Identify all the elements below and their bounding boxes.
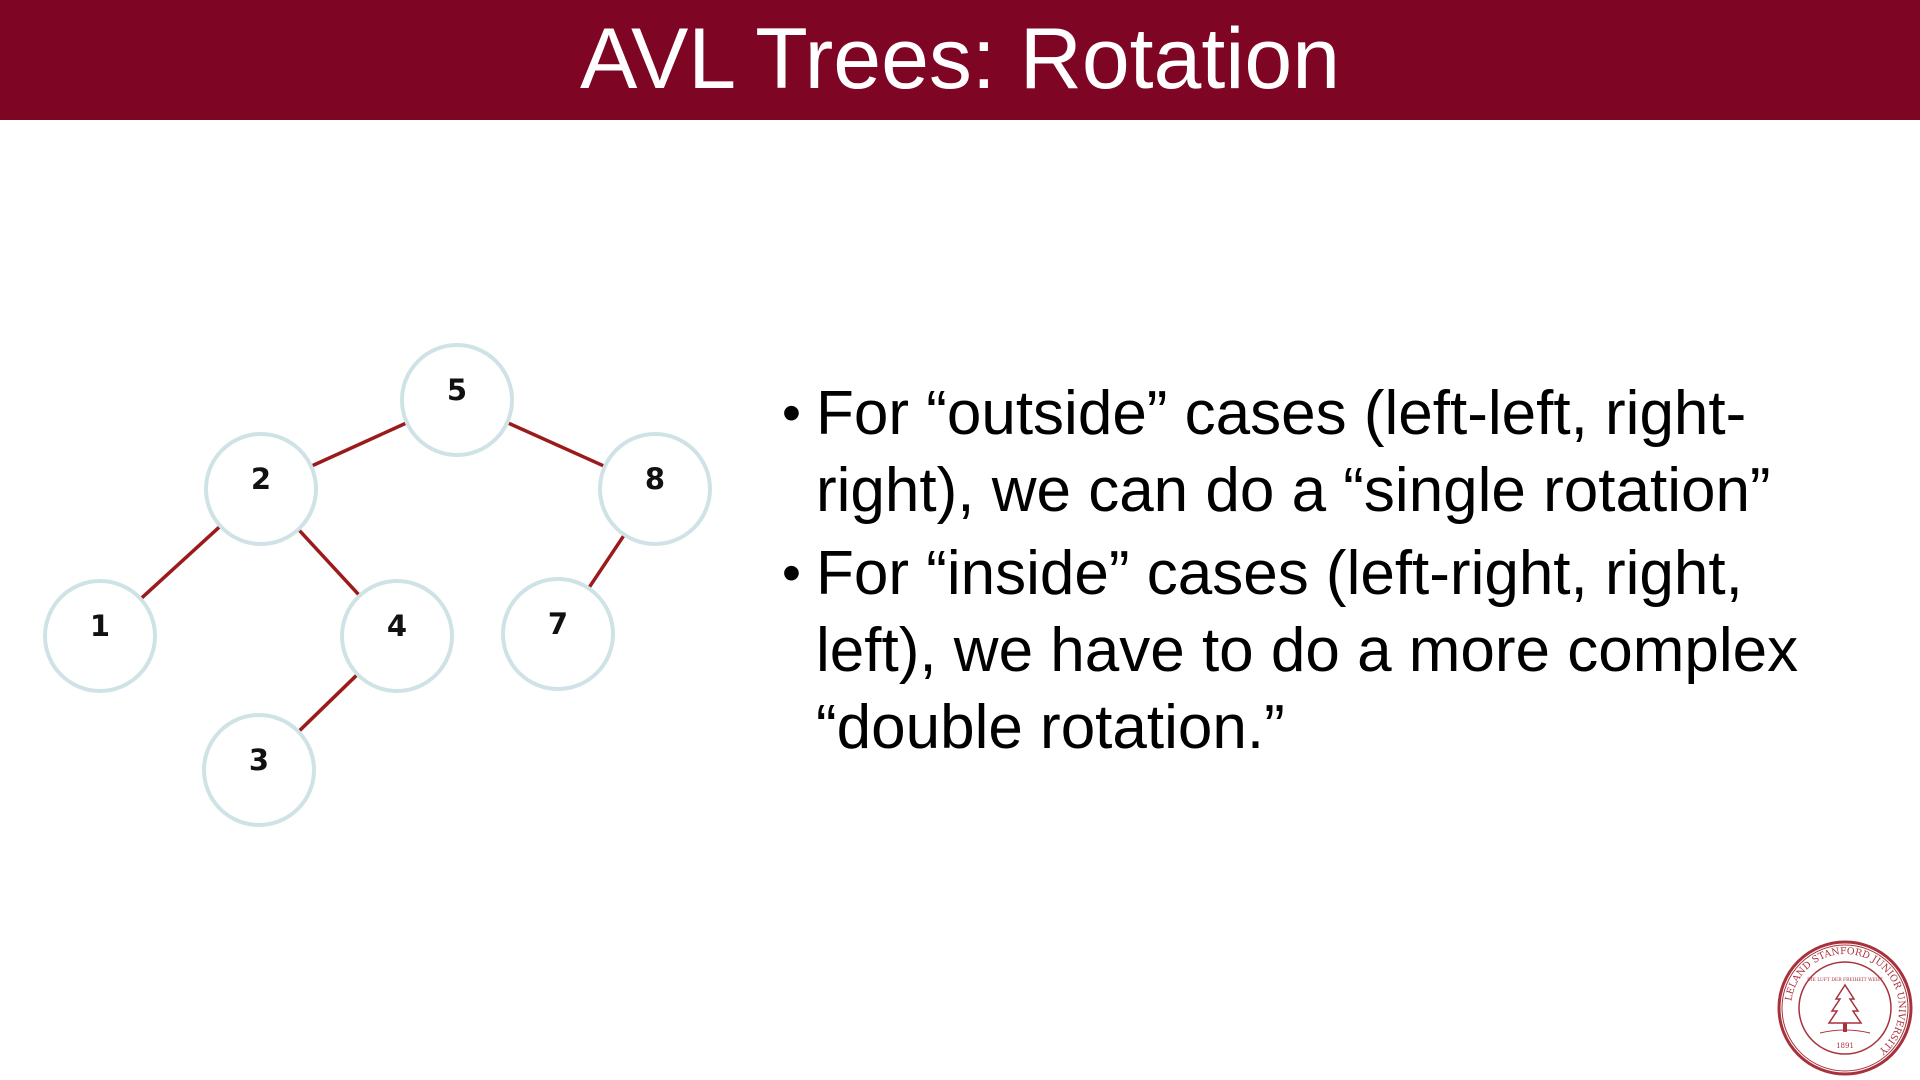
tree-edge-2-4 xyxy=(297,528,361,597)
tree-node-label: 4 xyxy=(387,609,407,643)
tree-edges xyxy=(139,420,626,733)
tree-edge-4-3 xyxy=(297,673,359,733)
bullet-text: For “outside” cases (left-left, right-ri… xyxy=(816,379,1771,525)
slide-title: AVL Trees: Rotation xyxy=(579,10,1341,107)
tree-node-circle xyxy=(400,343,514,457)
tree-node-label: 1 xyxy=(90,609,110,643)
svg-text:1891: 1891 xyxy=(1836,1042,1854,1050)
tree-node-8: 8 xyxy=(598,432,712,546)
tree-edge-5-8 xyxy=(506,420,606,469)
tree-node-circle xyxy=(340,579,454,693)
bullet-marker: • xyxy=(782,543,801,603)
tree-node-circle xyxy=(501,577,615,691)
university-seal-logo: LELAND STANFORD JUNIOR UNIVERSITY DIE LU… xyxy=(1777,940,1913,1076)
tree-node-circle xyxy=(202,713,316,827)
tree-node-circle xyxy=(204,432,318,546)
bullet-item: • For “inside” cases (left-right, right,… xyxy=(778,535,1838,766)
tree-edge-5-2 xyxy=(310,421,408,468)
bullet-text: For “inside” cases (left-right, right, l… xyxy=(816,539,1799,762)
bullet-list: • For “outside” cases (left-left, right-… xyxy=(778,375,1838,772)
tree-node-label: 3 xyxy=(249,743,269,777)
tree-node-7: 7 xyxy=(501,577,615,691)
tree-node-circle xyxy=(43,579,157,693)
tree-edge-2-1 xyxy=(139,524,222,601)
tree-node-3: 3 xyxy=(202,713,316,827)
tree-node-circle xyxy=(598,432,712,546)
title-bar: AVL Trees: Rotation xyxy=(0,0,1920,120)
tree-node-label: 7 xyxy=(548,607,568,641)
tree-node-label: 8 xyxy=(645,462,665,496)
tree-node-4: 4 xyxy=(340,579,454,693)
tree-node-label: 5 xyxy=(447,373,467,407)
tree-node-1: 1 xyxy=(43,579,157,693)
tree-node-label: 2 xyxy=(251,462,271,496)
tree-node-2: 2 xyxy=(204,432,318,546)
bullet-item: • For “outside” cases (left-left, right-… xyxy=(778,375,1838,529)
tree-edge-8-7 xyxy=(587,533,626,590)
svg-text:DIE LUFT DER FREIHEIT WEHT: DIE LUFT DER FREIHEIT WEHT xyxy=(1807,977,1883,983)
tree-node-5: 5 xyxy=(400,343,514,457)
bullet-marker: • xyxy=(782,383,801,443)
